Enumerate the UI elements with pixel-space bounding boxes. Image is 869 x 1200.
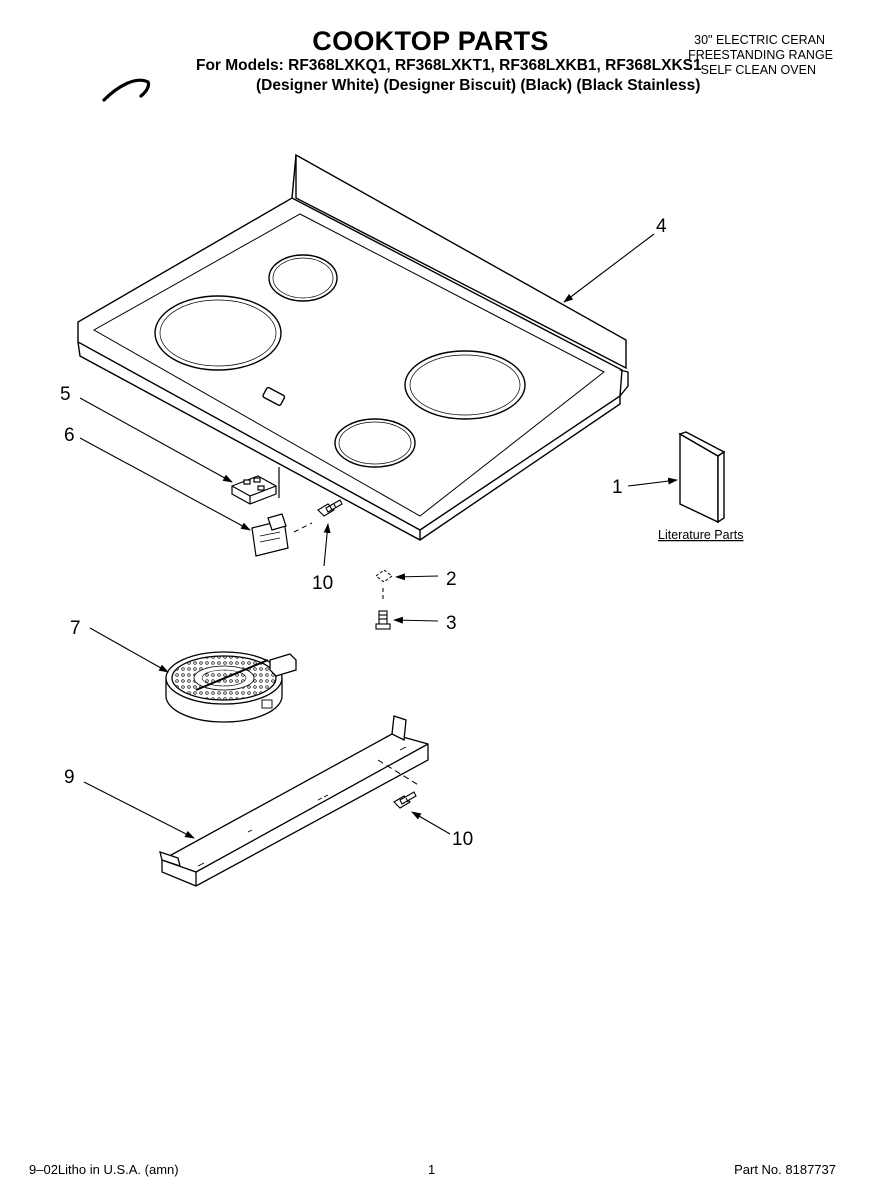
burner-rear-right	[404, 350, 526, 420]
callout-10-upper: 10	[312, 573, 333, 594]
callout-3: 3	[446, 613, 457, 634]
callout-9: 9	[64, 767, 75, 788]
leader-3	[393, 616, 439, 624]
literature-parts	[678, 431, 726, 524]
variants-line: (Designer White) (Designer Biscuit) (Bla…	[256, 77, 701, 94]
literature-parts-label: Literature Parts	[658, 528, 743, 542]
callout-4: 4	[656, 216, 667, 237]
footer-part-number: Part No. 8187737	[734, 1162, 836, 1177]
callout-6: 6	[64, 425, 75, 446]
product-line-3: SELF CLEAN OVEN	[700, 63, 816, 77]
leader-2	[395, 573, 439, 581]
leader-6	[79, 437, 251, 531]
leader-1	[627, 477, 678, 487]
switch-bracket	[251, 513, 289, 557]
product-line-1: 30" ELECTRIC CERAN	[694, 33, 825, 47]
models-line: For Models: RF368LXKQ1, RF368LXKT1, RF36…	[196, 57, 702, 74]
burner-rear-left	[268, 254, 338, 302]
screw-3	[375, 610, 391, 630]
page-title: COOKTOP PARTS	[312, 26, 549, 56]
leader-5	[79, 397, 233, 483]
footer-litho: 9–02Litho in U.S.A. (amn)	[29, 1162, 179, 1177]
cooktop-glass	[77, 153, 629, 541]
leader-4	[563, 233, 655, 303]
leader-7	[89, 627, 169, 673]
callout-5: 5	[60, 384, 71, 405]
screw-lower	[393, 791, 417, 809]
callout-10-lower: 10	[452, 829, 473, 850]
clip	[375, 569, 393, 583]
footer-page-number: 1	[428, 1162, 436, 1177]
support-channel	[159, 715, 429, 887]
leader-9	[83, 781, 195, 839]
burner-front-right	[334, 418, 416, 468]
callout-2: 2	[446, 569, 457, 590]
callout-7: 7	[70, 618, 81, 639]
product-line-2: FREESTANDING RANGE	[688, 48, 833, 62]
burner-front-left	[154, 295, 282, 371]
indicator-switch	[231, 467, 280, 505]
screw-upper	[317, 499, 343, 517]
radiant-surface-element	[165, 651, 297, 723]
leader-10a	[323, 523, 331, 567]
callout-1: 1	[612, 477, 623, 498]
leader-10b	[411, 811, 451, 835]
brand-logo-icon	[102, 78, 151, 102]
